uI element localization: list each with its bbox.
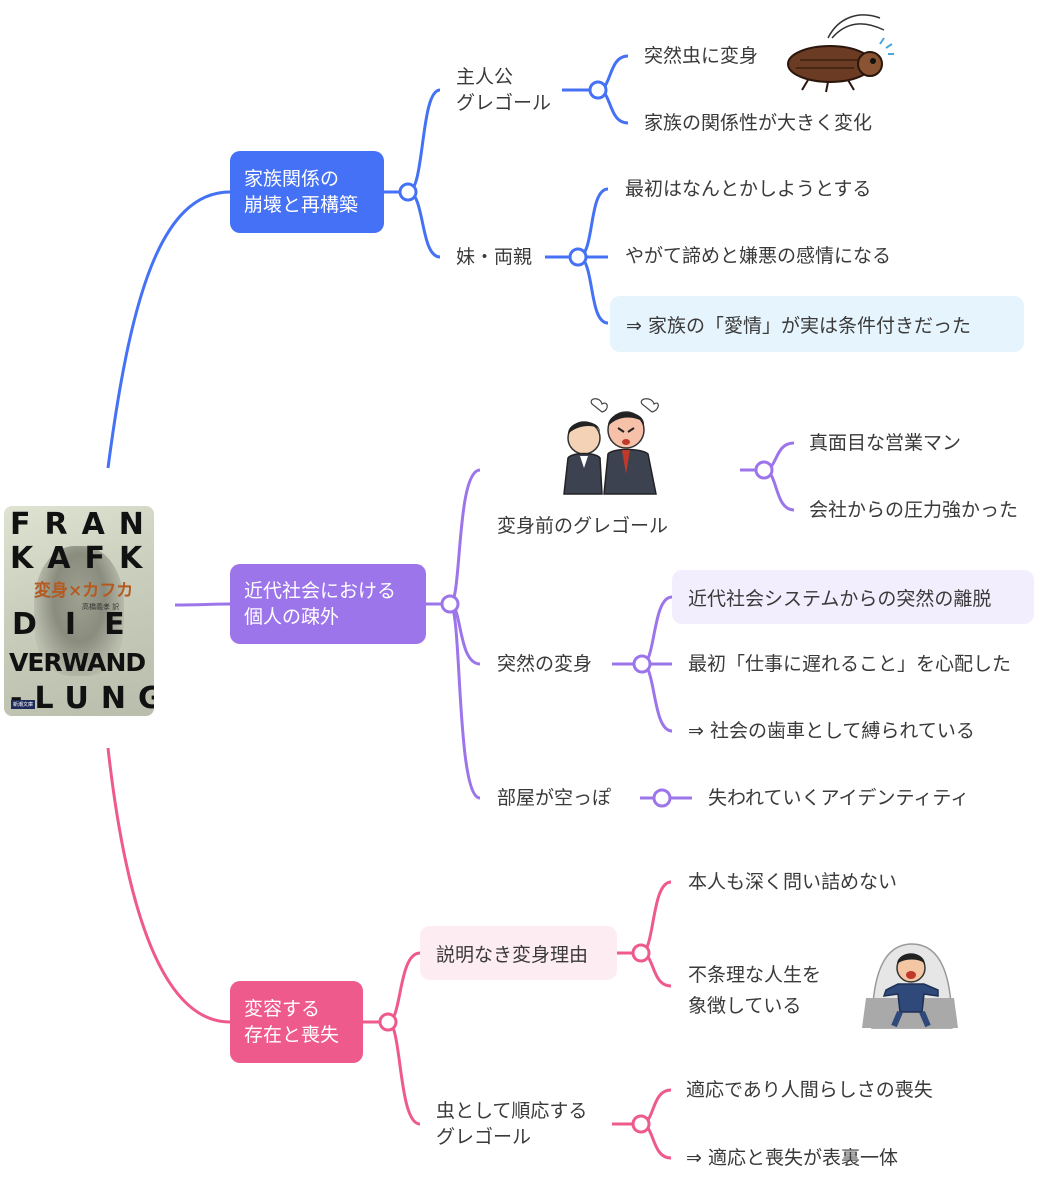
cover-line-2: KAFKA bbox=[10, 541, 154, 576]
main-node-existence-label: 変容する 存在と喪失 bbox=[244, 998, 340, 1046]
main-node-family-label: 家族関係の 崩壊と再構築 bbox=[244, 168, 359, 216]
trapped-man-illustration bbox=[862, 943, 958, 1029]
society-leaf-cog[interactable]: ⇒ 社会の歯車として縛られている bbox=[688, 720, 975, 742]
family-leaf-try-first[interactable]: 最初はなんとかしようとする bbox=[625, 178, 872, 200]
society-leaf-earnest[interactable]: 真面目な営業マン bbox=[809, 432, 962, 454]
cockroach-illustration bbox=[787, 14, 894, 93]
society-child-room[interactable]: 部屋が空っぽ bbox=[497, 787, 612, 809]
existence-child-reason-text: 説明なき変身理由 bbox=[436, 943, 589, 966]
main-node-society[interactable]: 近代社会における 個人の疎外 bbox=[230, 564, 426, 644]
existence-leaf-absurd[interactable]: 不条理な人生を 象徴している bbox=[688, 964, 822, 1017]
cover-line-5: -LUNG bbox=[10, 681, 154, 716]
society-leaf-departure[interactable]: 近代社会システムからの突然の離脱 bbox=[672, 570, 1034, 624]
society-junction-main bbox=[440, 594, 460, 614]
society-junction-before bbox=[754, 460, 774, 480]
connector-root-existence bbox=[106, 747, 231, 1024]
connector-root-society bbox=[174, 602, 231, 607]
cover-line-4: VERWAND bbox=[9, 648, 146, 677]
main-node-existence[interactable]: 変容する 存在と喪失 bbox=[230, 981, 363, 1063]
society-leaf-worry-work[interactable]: 最初「仕事に遅れること」を心配した bbox=[688, 653, 1012, 675]
existence-leaf-two-sides[interactable]: ⇒ 適応と喪失が表裏一体 bbox=[686, 1147, 898, 1169]
cover-translator: 高橋義孝 訳 bbox=[82, 603, 120, 611]
existence-junction-main bbox=[378, 1012, 398, 1032]
society-child-sudden[interactable]: 突然の変身 bbox=[497, 653, 593, 675]
family-leaf-transform[interactable]: 突然虫に変身 bbox=[644, 45, 759, 67]
existence-leaf-loss[interactable]: 適応であり人間らしさの喪失 bbox=[686, 1079, 933, 1101]
cover-publisher-label: 新潮文庫 bbox=[11, 700, 36, 709]
family-child-protagonist[interactable]: 主人公 グレゴール bbox=[456, 66, 552, 114]
book-cover: FRANZ KAFKA 変身×カフカ 高橋義孝 訳 DIE VERWAND -L… bbox=[4, 506, 154, 716]
family-junction-main bbox=[398, 182, 418, 202]
society-child-before[interactable]: 変身前のグレゴール bbox=[497, 515, 669, 537]
cover-portrait bbox=[34, 546, 124, 676]
cover-line-1: FRANZ bbox=[10, 507, 154, 542]
family-leaf-conditional-love[interactable]: ⇒ 家族の「愛情」が実は条件付きだった bbox=[610, 296, 1024, 352]
society-leaf-identity[interactable]: 失われていくアイデンティティ bbox=[708, 787, 970, 809]
society-junction-room bbox=[652, 788, 672, 808]
existence-junction-reason bbox=[631, 943, 651, 963]
family-junction-parents bbox=[568, 247, 588, 267]
cover-title: 変身×カフカ bbox=[34, 581, 134, 601]
family-junction-protagonist bbox=[588, 80, 608, 100]
existence-junction-adapt bbox=[631, 1114, 651, 1134]
family-leaf-disgust[interactable]: やがて諦めと嫌悪の感情になる bbox=[625, 245, 892, 267]
cover-line-3: DIE bbox=[12, 607, 153, 642]
existence-child-reason[interactable]: 説明なき変身理由 bbox=[420, 926, 617, 980]
existence-leaf-no-question[interactable]: 本人も深く問い詰めない bbox=[688, 871, 898, 893]
family-child-parents[interactable]: 妹・両親 bbox=[456, 246, 533, 268]
family-leaf-relationship-change[interactable]: 家族の関係性が大きく変化 bbox=[644, 112, 873, 134]
connector-root-family bbox=[106, 190, 231, 469]
family-leaf-conditional-love-text: ⇒ 家族の「愛情」が実は条件付きだった bbox=[626, 314, 971, 337]
society-leaf-departure-text: 近代社会システムからの突然の離脱 bbox=[688, 587, 992, 610]
society-leaf-pressure[interactable]: 会社からの圧力強かった bbox=[809, 499, 1019, 521]
main-node-family[interactable]: 家族関係の 崩壊と再構築 bbox=[230, 151, 384, 233]
main-node-society-label: 近代社会における 個人の疎外 bbox=[244, 580, 397, 628]
existence-child-adapt[interactable]: 虫として順応する グレゴール bbox=[436, 1100, 588, 1148]
angry-boss-illustration bbox=[563, 398, 659, 495]
society-junction-sudden bbox=[632, 654, 652, 674]
